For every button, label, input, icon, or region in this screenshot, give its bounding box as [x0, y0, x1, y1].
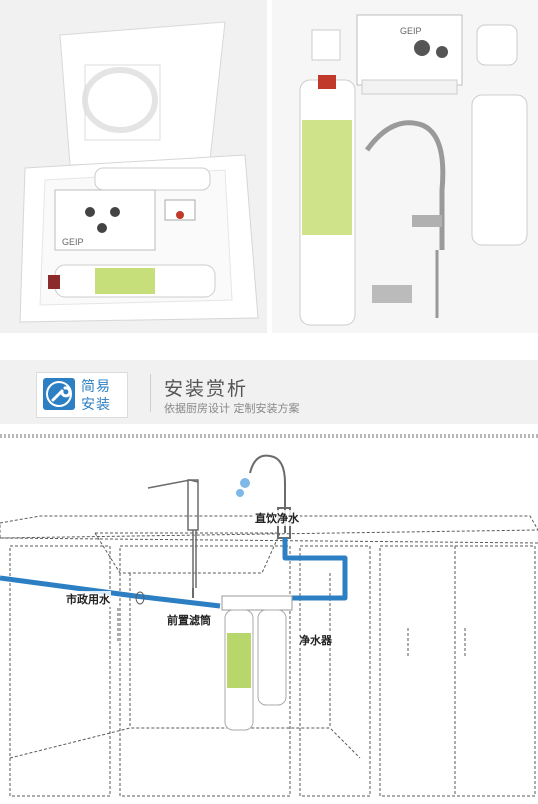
installation-diagram: 直饮净水 市政用水 前置滤筒 净水器	[0, 438, 538, 800]
section-title: 安装赏析	[164, 378, 249, 400]
install-banner: 简易 安装 安装赏析 依据厨房设计 定制安装方案	[0, 360, 538, 424]
section-subtitle: 依据厨房设计 定制安装方案	[164, 402, 300, 415]
product-box-photo: GEIP	[0, 0, 267, 333]
badge-line-2: 安装	[81, 397, 111, 413]
banner-divider	[150, 374, 151, 412]
label-prefilter: 前置滤筒	[166, 612, 212, 628]
easy-install-badge: 简易 安装	[36, 372, 128, 418]
brand-logo-right: GEIP	[400, 26, 422, 36]
product-parts-photo: GEIP	[272, 0, 538, 333]
dotted-divider	[0, 434, 538, 438]
brand-logo-left: GEIP	[62, 237, 84, 247]
wrench-icon	[43, 378, 75, 410]
label-faucet: 直饮净水	[254, 510, 300, 526]
label-purifier: 净水器	[298, 632, 333, 648]
label-municipal: 市政用水	[65, 591, 111, 607]
badge-line-1: 简易	[81, 379, 111, 395]
